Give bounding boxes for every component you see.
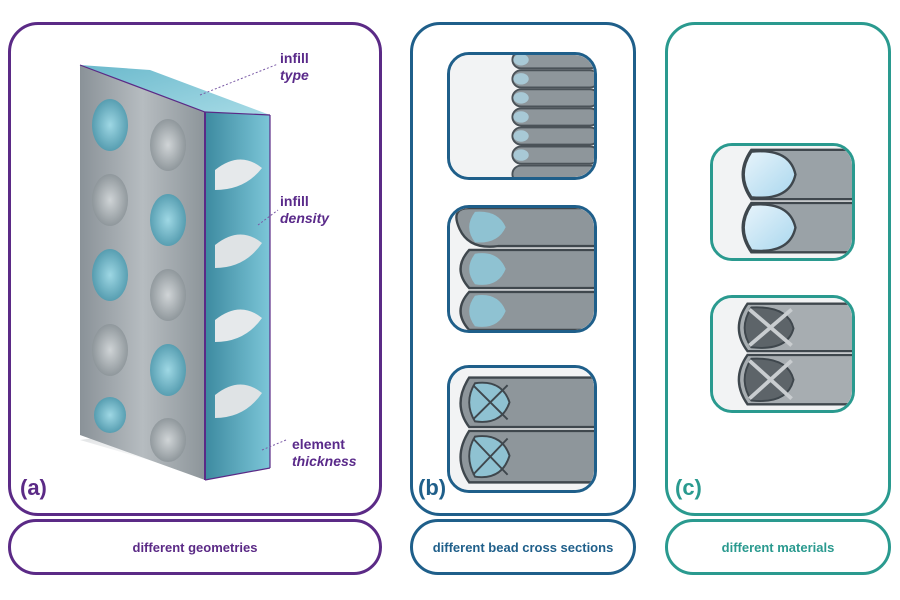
material-transparent (710, 143, 855, 261)
annotation-element-thickness: element thickness (292, 436, 357, 469)
panel-b-label: (b) (418, 475, 447, 500)
material-solid (710, 295, 855, 413)
panel-b-caption: different bead cross sections (410, 519, 636, 575)
panel-c (665, 22, 891, 516)
bead-section-thin (447, 52, 597, 180)
panel-c-label: (c) (675, 475, 702, 500)
lattice-block-illustration (79, 63, 287, 481)
panel-c-caption: different materials (665, 519, 891, 575)
annotation-infill-density: infill density (280, 193, 330, 226)
annotation-infill-type: infill type (280, 50, 309, 83)
panel-a-caption: different geometries (8, 519, 382, 575)
bead-section-crossed (447, 365, 597, 493)
bead-section-hollow (447, 205, 597, 333)
panel-a-label: (a) (20, 475, 47, 500)
